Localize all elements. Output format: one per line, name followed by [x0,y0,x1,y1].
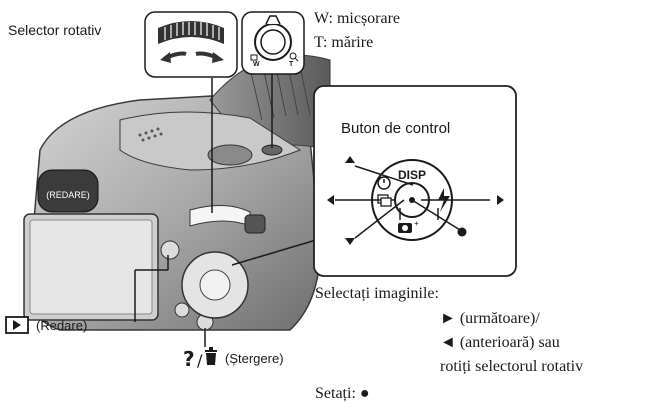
label-t: T [289,61,294,68]
label-select-images: Selectați imaginile: [315,285,439,302]
leader-control [231,239,317,266]
trash-icon [205,347,217,365]
playback-icon [5,316,29,334]
viewfinder [37,169,99,213]
viewfinder-brand: (REDARE) [46,190,90,200]
rotary-dial-icon [158,21,224,63]
label-playback: (Redare) [36,318,88,333]
label-delete: (Ștergere) [225,351,284,366]
label-disp: DISP [398,168,427,182]
label-rotate: rotiți selectorul rotativ [440,358,584,375]
label-set: Setați: ● [315,385,370,402]
set-dot [457,227,467,237]
flash-icon [438,188,450,212]
zoom-lever-icon [250,15,299,62]
label-w: W [253,61,260,68]
label-zoom-w: W: micșorare [314,10,401,27]
playback-button-body [160,240,180,260]
right-arrow-icon [497,195,504,205]
mode-dial [207,144,253,166]
label-next: ► (următoare)/ [440,310,540,327]
burst-icon [377,194,392,207]
fn-button-body [174,302,190,318]
scene-icon: + [398,219,419,233]
svg-text:+: + [414,219,419,228]
up-arrow-icon [345,156,355,163]
down-arrow-icon [345,238,355,245]
control-panel [313,85,517,277]
left-arrow-icon [327,195,334,205]
label-control-button: Buton de control [341,120,451,137]
label-zoom-t: T: mărire [314,34,374,51]
svg-text:/: / [197,351,203,370]
top-plate [119,111,302,171]
label-previous: ◄ (anterioară) sau [440,334,560,351]
self-timer-icon [377,176,391,190]
center-dot [409,197,415,203]
label-rotary-selector: Selector rotativ [8,22,102,38]
help-icon: ? [183,347,195,371]
